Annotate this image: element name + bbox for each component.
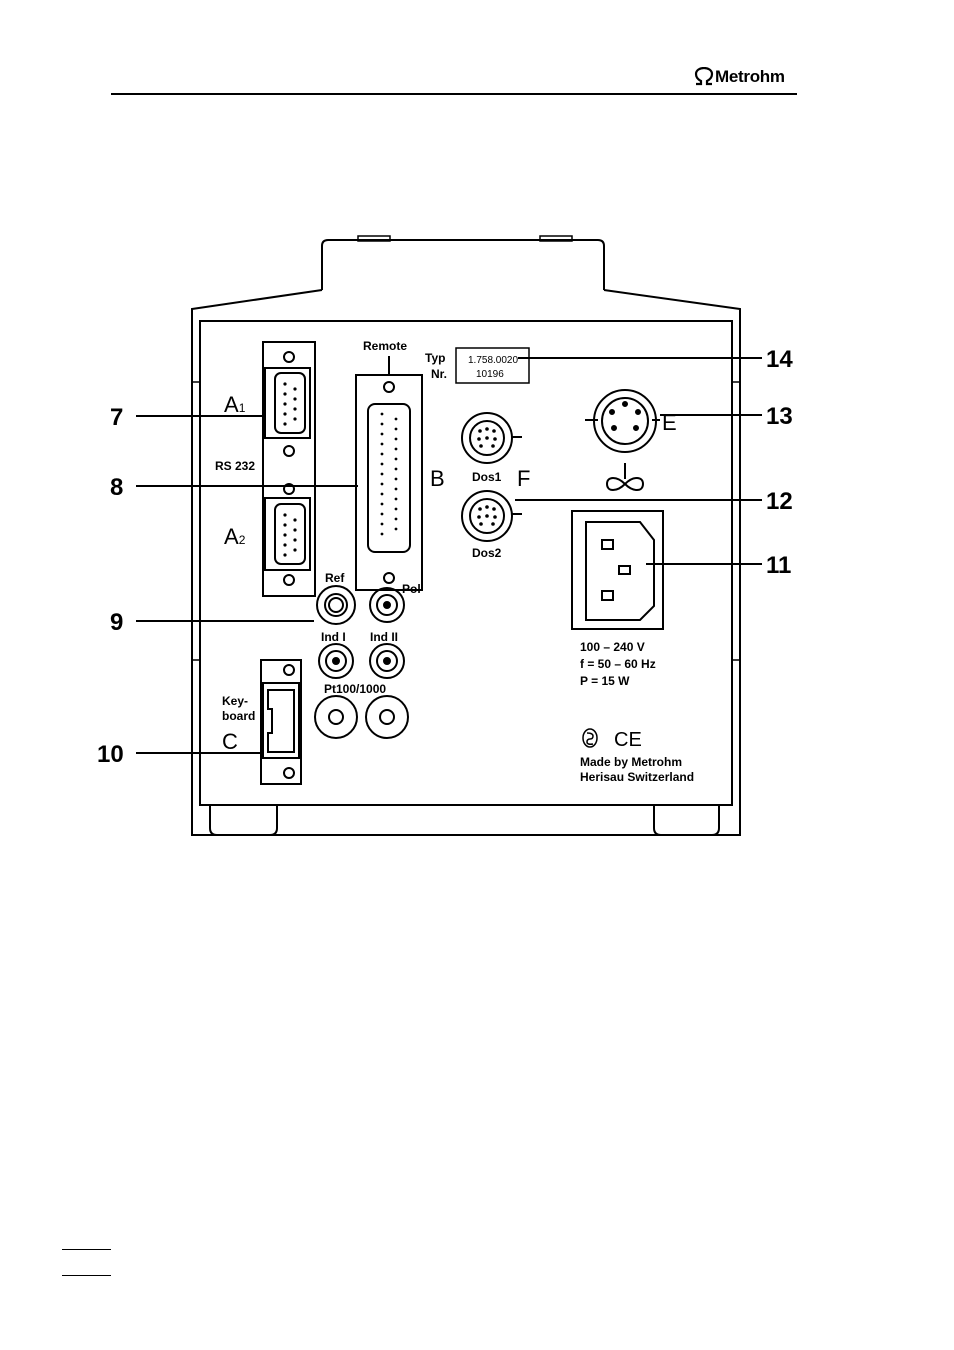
keyboard-connector — [261, 660, 301, 784]
label-pt100: Pt100/1000 — [324, 682, 386, 696]
serial-port-a1 — [265, 368, 310, 438]
label-ind2: Ind II — [370, 630, 398, 644]
safety-mark-icon — [583, 729, 597, 747]
rs232-plate — [263, 342, 315, 596]
pt100-jack-1 — [315, 696, 357, 738]
label-pol: Pol — [402, 582, 421, 596]
callout-14: 14 — [766, 346, 793, 373]
letter-a1: A1 — [224, 392, 246, 417]
device-feet — [210, 805, 719, 835]
mains-socket — [572, 511, 663, 629]
callout-9: 9 — [110, 609, 123, 636]
callout-13: 13 — [766, 403, 793, 430]
pt100-jack-2 — [366, 696, 408, 738]
label-typ: Typ — [425, 351, 445, 365]
dos1-connector — [462, 413, 522, 463]
remote-connector — [356, 356, 422, 590]
callout-12: 12 — [766, 488, 793, 515]
stirrer-connector — [585, 390, 660, 490]
callout-7: 7 — [110, 404, 123, 431]
label-dos1: Dos1 — [472, 470, 502, 484]
serial-pins — [283, 382, 296, 556]
label-voltage: 100 – 240 V — [580, 640, 645, 654]
letter-b: B — [430, 466, 445, 491]
label-ref: Ref — [325, 571, 345, 585]
label-remote: Remote — [363, 339, 407, 353]
label-keyboard-1: Key- — [222, 694, 248, 708]
ce-mark: CE — [614, 729, 642, 751]
pol-jack — [370, 588, 404, 622]
stirrer-symbol-icon — [607, 478, 643, 490]
label-ind1: Ind I — [321, 630, 346, 644]
label-keyboard-2: board — [222, 709, 255, 723]
callout-11: 11 — [766, 552, 791, 579]
label-frequency: f = 50 – 60 Hz — [580, 657, 656, 671]
serial-number: 10196 — [476, 369, 504, 380]
label-dos2: Dos2 — [472, 546, 502, 560]
remote-pins — [381, 413, 398, 536]
letter-a2: A2 — [224, 524, 246, 549]
letter-c: C — [222, 729, 238, 754]
ref-jack — [317, 586, 355, 624]
callout-10: 10 — [97, 741, 124, 768]
ind1-jack — [319, 644, 353, 678]
ind2-jack — [370, 644, 404, 678]
type-number: 1.758.0020 — [468, 355, 518, 366]
label-nr: Nr. — [431, 367, 447, 381]
callout-8: 8 — [110, 474, 123, 501]
footer-rule-top — [62, 1249, 111, 1250]
letter-f: F — [517, 466, 530, 491]
label-made-in: Herisau Switzerland — [580, 770, 694, 784]
footer-rule-bottom — [62, 1275, 111, 1276]
label-made-by: Made by Metrohm — [580, 755, 682, 769]
serial-port-a2 — [265, 498, 310, 570]
dos2-connector — [462, 491, 522, 541]
label-rs232: RS 232 — [215, 459, 255, 473]
letter-e: E — [662, 410, 677, 435]
label-power: P = 15 W — [580, 674, 630, 688]
